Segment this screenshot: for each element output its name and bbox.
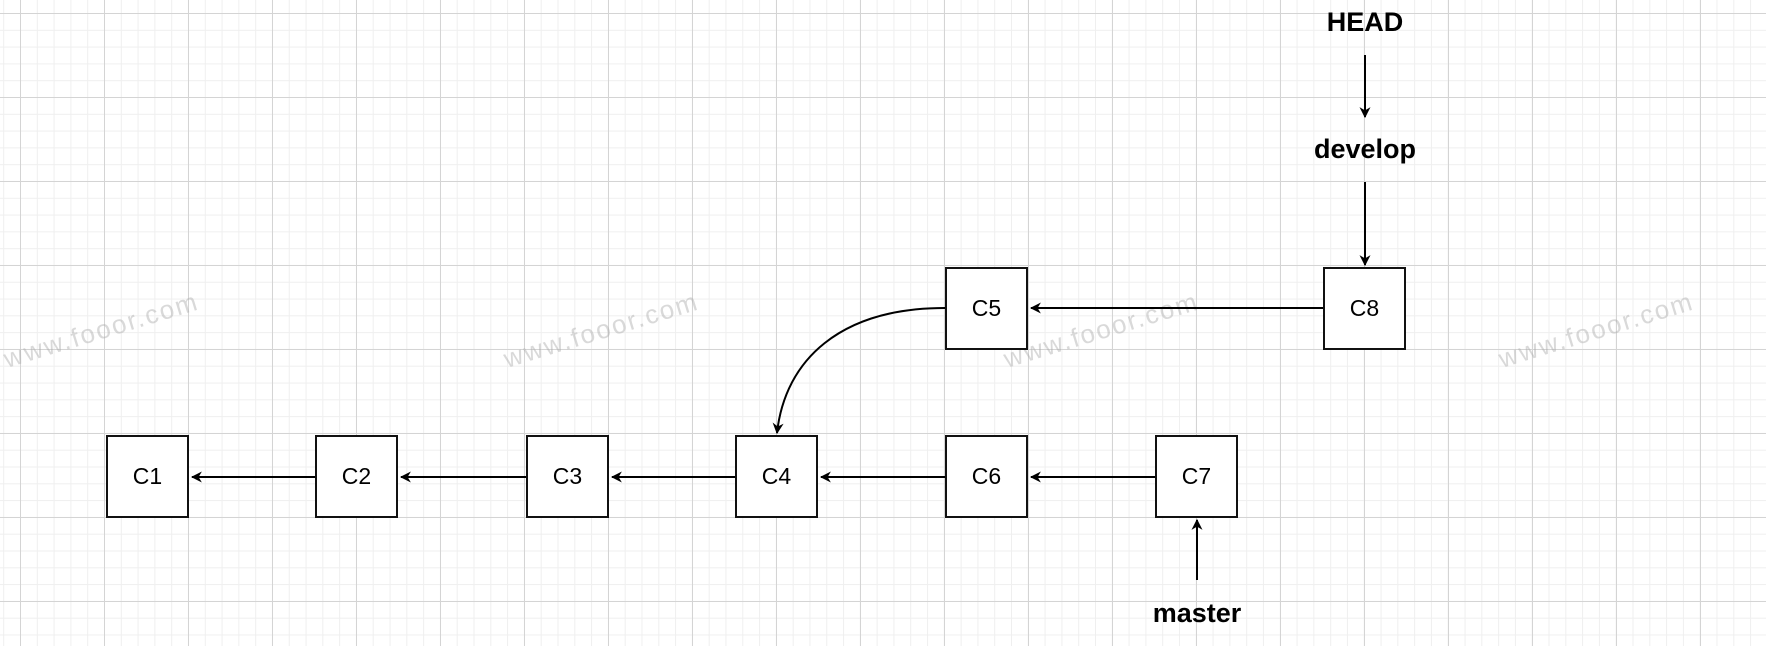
- commit-label: C4: [761, 463, 792, 489]
- commit-c4[interactable]: C4: [735, 435, 818, 518]
- edge-c5-c4: [772, 307, 946, 435]
- commit-label: C7: [1181, 463, 1212, 489]
- develop-branch-label: develop: [1313, 134, 1417, 164]
- commit-c1[interactable]: C1: [106, 435, 189, 518]
- commit-label: C2: [341, 463, 372, 489]
- head-label: HEAD: [1326, 7, 1404, 37]
- commit-c8[interactable]: C8: [1323, 267, 1406, 350]
- commit-label: C5: [971, 295, 1002, 321]
- commit-label: C1: [132, 463, 163, 489]
- commit-c3[interactable]: C3: [526, 435, 609, 518]
- commit-label: C8: [1349, 295, 1380, 321]
- commit-c6[interactable]: C6: [945, 435, 1028, 518]
- master-branch-label: master: [1152, 598, 1242, 628]
- commit-label: C6: [971, 463, 1002, 489]
- commit-c7[interactable]: C7: [1155, 435, 1238, 518]
- commit-label: C3: [552, 463, 583, 489]
- commit-c5[interactable]: C5: [945, 267, 1028, 350]
- commit-c2[interactable]: C2: [315, 435, 398, 518]
